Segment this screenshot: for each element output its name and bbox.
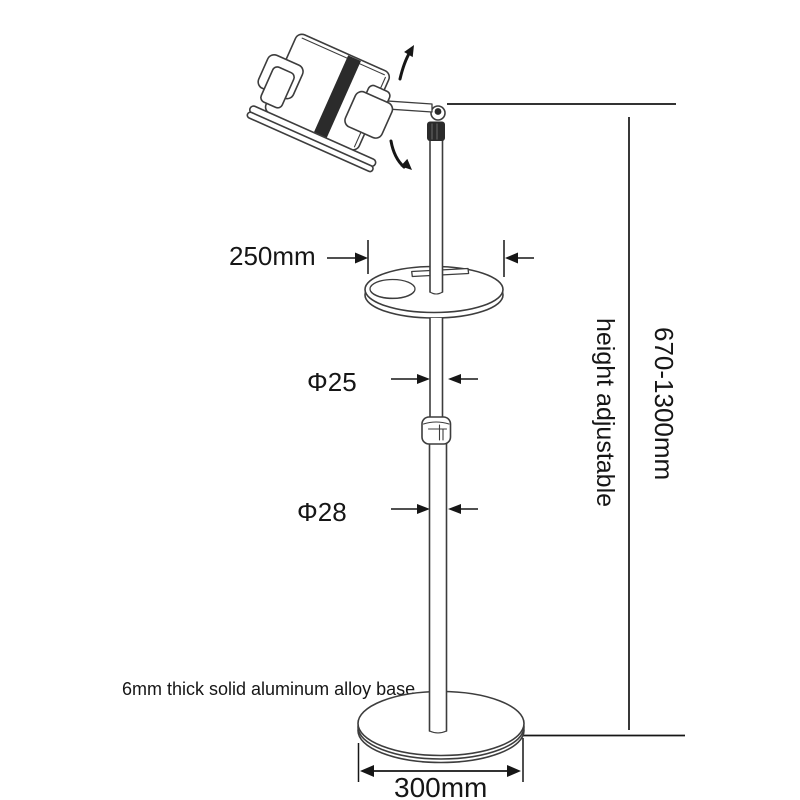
lower-pole-diameter-dimension: Φ28 — [297, 497, 478, 527]
height-lock-collar — [421, 416, 452, 445]
dimension-arrow-right — [417, 504, 430, 514]
collar-body — [421, 416, 452, 445]
tablet-holder — [246, 33, 394, 173]
right-clamp-arm — [344, 90, 394, 139]
holder-grip-stripe — [313, 55, 361, 138]
upper-pole-diameter-dimension: Φ25 — [307, 367, 478, 397]
cup-recess-depth-line — [370, 290, 415, 299]
height-dimension: height adjustable 670-1300mm — [447, 103, 685, 737]
dimension-arrow-right — [417, 374, 430, 384]
tray-width-label: 250mm — [229, 241, 316, 271]
lower-pole-diameter-label: Φ28 — [297, 497, 347, 527]
base-material-note: 6mm thick solid aluminum alloy base — [122, 679, 415, 699]
lower-pole-bottom-cap — [428, 730, 448, 734]
height-adjustable-label: height adjustable — [591, 318, 619, 507]
base-diameter-dimension: 300mm — [357, 738, 524, 800]
dimension-arrow-left — [448, 374, 461, 384]
upper-pole-bottom-cap — [429, 291, 444, 295]
dimension-arrow-right — [355, 252, 368, 264]
tilt-down-arrow-stem — [389, 139, 406, 169]
mid-pole-fill — [430, 318, 443, 418]
collar-top-edge — [422, 421, 450, 425]
adjustment-grip — [427, 121, 445, 141]
tilt-up-arrow-stem — [398, 50, 412, 81]
elbow-pivot — [434, 108, 442, 115]
upper-pole-fill — [430, 135, 443, 292]
holder-plate-inner-edge — [301, 37, 385, 76]
upper-pole-diameter-label: Φ25 — [307, 367, 357, 397]
dimension-arrow-left — [360, 765, 374, 777]
dimension-arrow-right — [507, 765, 521, 777]
pole — [428, 134, 448, 734]
tilt-arrows — [389, 45, 414, 170]
left-clamp-pad — [260, 66, 295, 109]
tray-width-dimension: 250mm — [229, 240, 534, 277]
tilt-down-arrow-head — [400, 158, 412, 170]
dimension-arrow-left — [448, 504, 461, 514]
tilt-up-arrow-head — [404, 45, 414, 58]
stand-drawing — [246, 33, 525, 764]
lower-pole-fill — [429, 442, 447, 731]
dimension-arrow-left — [505, 252, 518, 264]
height-range-label: 670-1300mm — [649, 327, 679, 480]
base-diameter-label: 300mm — [394, 772, 487, 800]
bottom-ledge-lip — [246, 111, 374, 173]
